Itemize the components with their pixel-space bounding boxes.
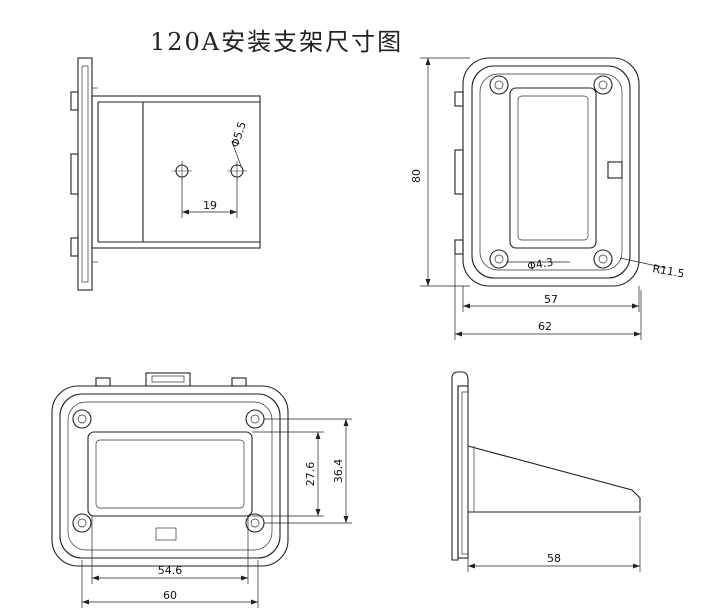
dim-hole-dia: Φ5.5: [228, 120, 248, 149]
dim-hole-pitch: 19: [203, 199, 217, 212]
dim-bottom-inner: 54.6: [158, 564, 183, 577]
side-view-top-left: Φ5.5 19: [70, 57, 261, 291]
dim-radius: R11.5: [651, 262, 685, 280]
dim-outer-width: 62: [538, 320, 552, 333]
dim-height: 80: [410, 169, 423, 183]
dim-small-hole: Φ4.3: [526, 256, 554, 273]
front-view-top-right: Φ4.3 R11.5 80 57 62: [410, 57, 685, 340]
dim-window-height: 27.6: [304, 462, 317, 487]
rear-view-bottom-left: 27.6 36.4 54.6 60: [51, 372, 352, 608]
dim-hole-span: 36.4: [332, 459, 345, 484]
dim-depth: 58: [547, 552, 561, 565]
dim-inner-width: 57: [544, 293, 558, 306]
dim-bottom-outer: 60: [163, 589, 177, 602]
side-profile-bottom-right: 58: [451, 371, 641, 572]
drawing-title: 120A安装支架尺寸图: [150, 28, 404, 56]
